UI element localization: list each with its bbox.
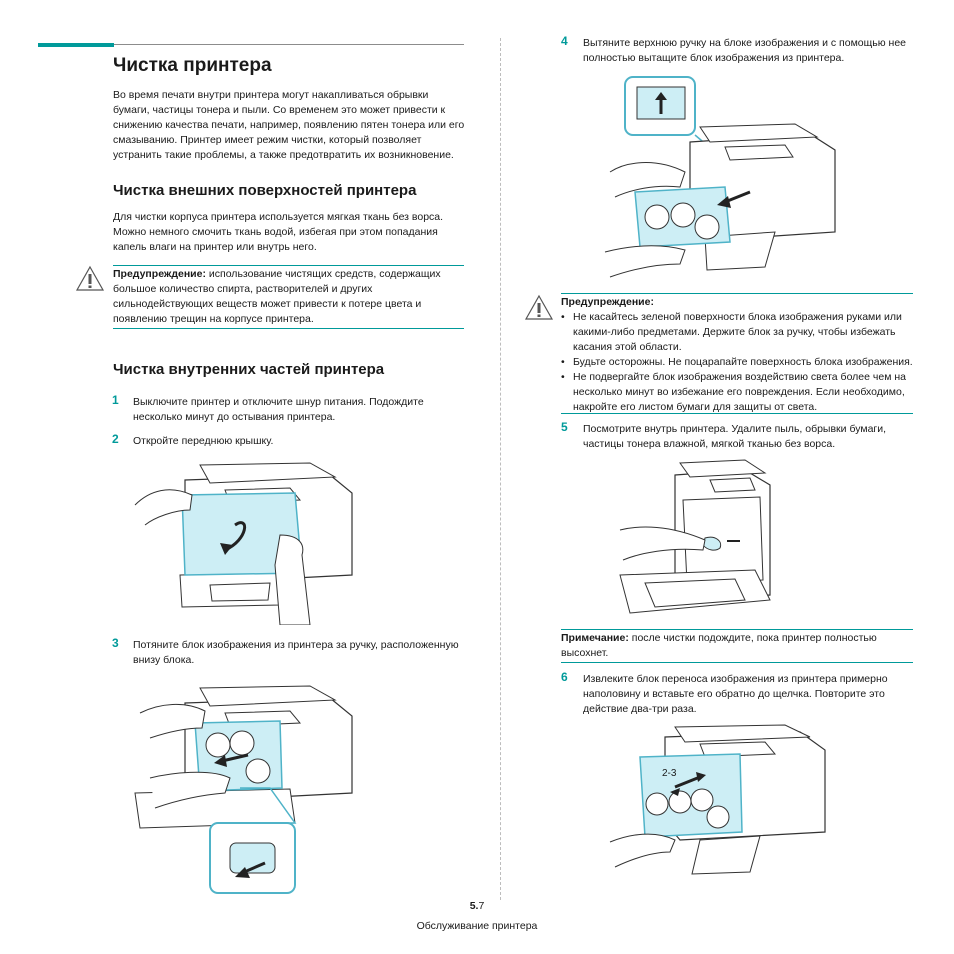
step-number-2: 2 <box>112 432 119 446</box>
step-text-1: Выключите принтер и отключите шнур питан… <box>133 396 424 423</box>
header-rule <box>114 44 464 45</box>
printer-remove-unit-illustration <box>604 76 836 278</box>
warning-bottom-rule <box>113 328 464 329</box>
repeat-count-label: 2-3 <box>662 768 677 779</box>
warning-1-label: Предупреждение: <box>113 268 206 280</box>
step-text-3: Потяните блок изображения из принтера за… <box>133 639 459 666</box>
note-body: после чистки подождите, пока принтер пол… <box>561 632 877 659</box>
step-text-5: Посмотрите внутрь принтера. Удалите пыль… <box>583 423 887 450</box>
footer-caption: Обслуживание принтера <box>416 920 538 932</box>
step-number-3: 3 <box>112 636 119 650</box>
note-top-rule <box>561 629 913 630</box>
warning-1-text: Предупреждение: использование чистящих с… <box>113 267 465 327</box>
warning-top-rule <box>113 265 464 266</box>
page-number: 5.7 <box>0 900 954 912</box>
step-number-6: 6 <box>561 670 568 684</box>
warning-2-icon <box>524 294 554 320</box>
printer-transfer-belt-illustration <box>609 724 826 875</box>
page-number-page: 7 <box>478 900 485 912</box>
warning-2-block: Предупреждение: Не касайтесь зеленой пов… <box>561 295 916 415</box>
warning-icon <box>75 265 105 291</box>
note-bottom-rule <box>561 662 913 663</box>
warning-2-item: Не подвергайте блок изображения воздейст… <box>561 370 916 415</box>
printer-open-cover-illustration <box>134 462 353 625</box>
note-text: Примечание: после чистки подождите, пока… <box>561 631 913 661</box>
warning-1-body: использование чистящих средств, содержащ… <box>113 268 441 325</box>
section-heading-interior: Чистка внутренних частей принтера <box>113 361 385 378</box>
step-text-6: Извлеките блок переноса изображения из п… <box>583 673 888 715</box>
printer-clean-inside-illustration <box>619 459 771 614</box>
step-number-1: 1 <box>112 393 119 407</box>
warning-2-bottom-rule <box>561 413 913 414</box>
page-number-chapter: 5. <box>469 900 479 912</box>
exterior-paragraph: Для чистки корпуса принтера используется… <box>113 211 444 253</box>
column-divider <box>500 38 501 900</box>
step-number-4: 4 <box>561 34 568 48</box>
step-text-4: Вытяните верхнюю ручку на блоке изображе… <box>583 37 907 64</box>
step-text-2: Откройте переднюю крышку. <box>133 435 274 447</box>
page-title: Чистка принтера <box>113 55 272 76</box>
section-heading-exterior: Чистка внешних поверхностей принтера <box>113 182 417 199</box>
warning-2-label: Предупреждение: <box>561 296 654 308</box>
intro-paragraph: Во время печати внутри принтера могут на… <box>113 89 465 161</box>
note-label: Примечание: <box>561 632 629 644</box>
header-accent-bar <box>38 43 114 47</box>
warning-2-item: Не касайтесь зеленой поверхности блока и… <box>561 310 916 355</box>
step-number-5: 5 <box>561 420 568 434</box>
printer-pull-unit-illustration <box>134 685 353 894</box>
warning-2-list: Не касайтесь зеленой поверхности блока и… <box>561 310 916 415</box>
warning-2-top-rule <box>561 293 913 294</box>
warning-2-item: Будьте осторожны. Не поцарапайте поверхн… <box>561 355 916 370</box>
